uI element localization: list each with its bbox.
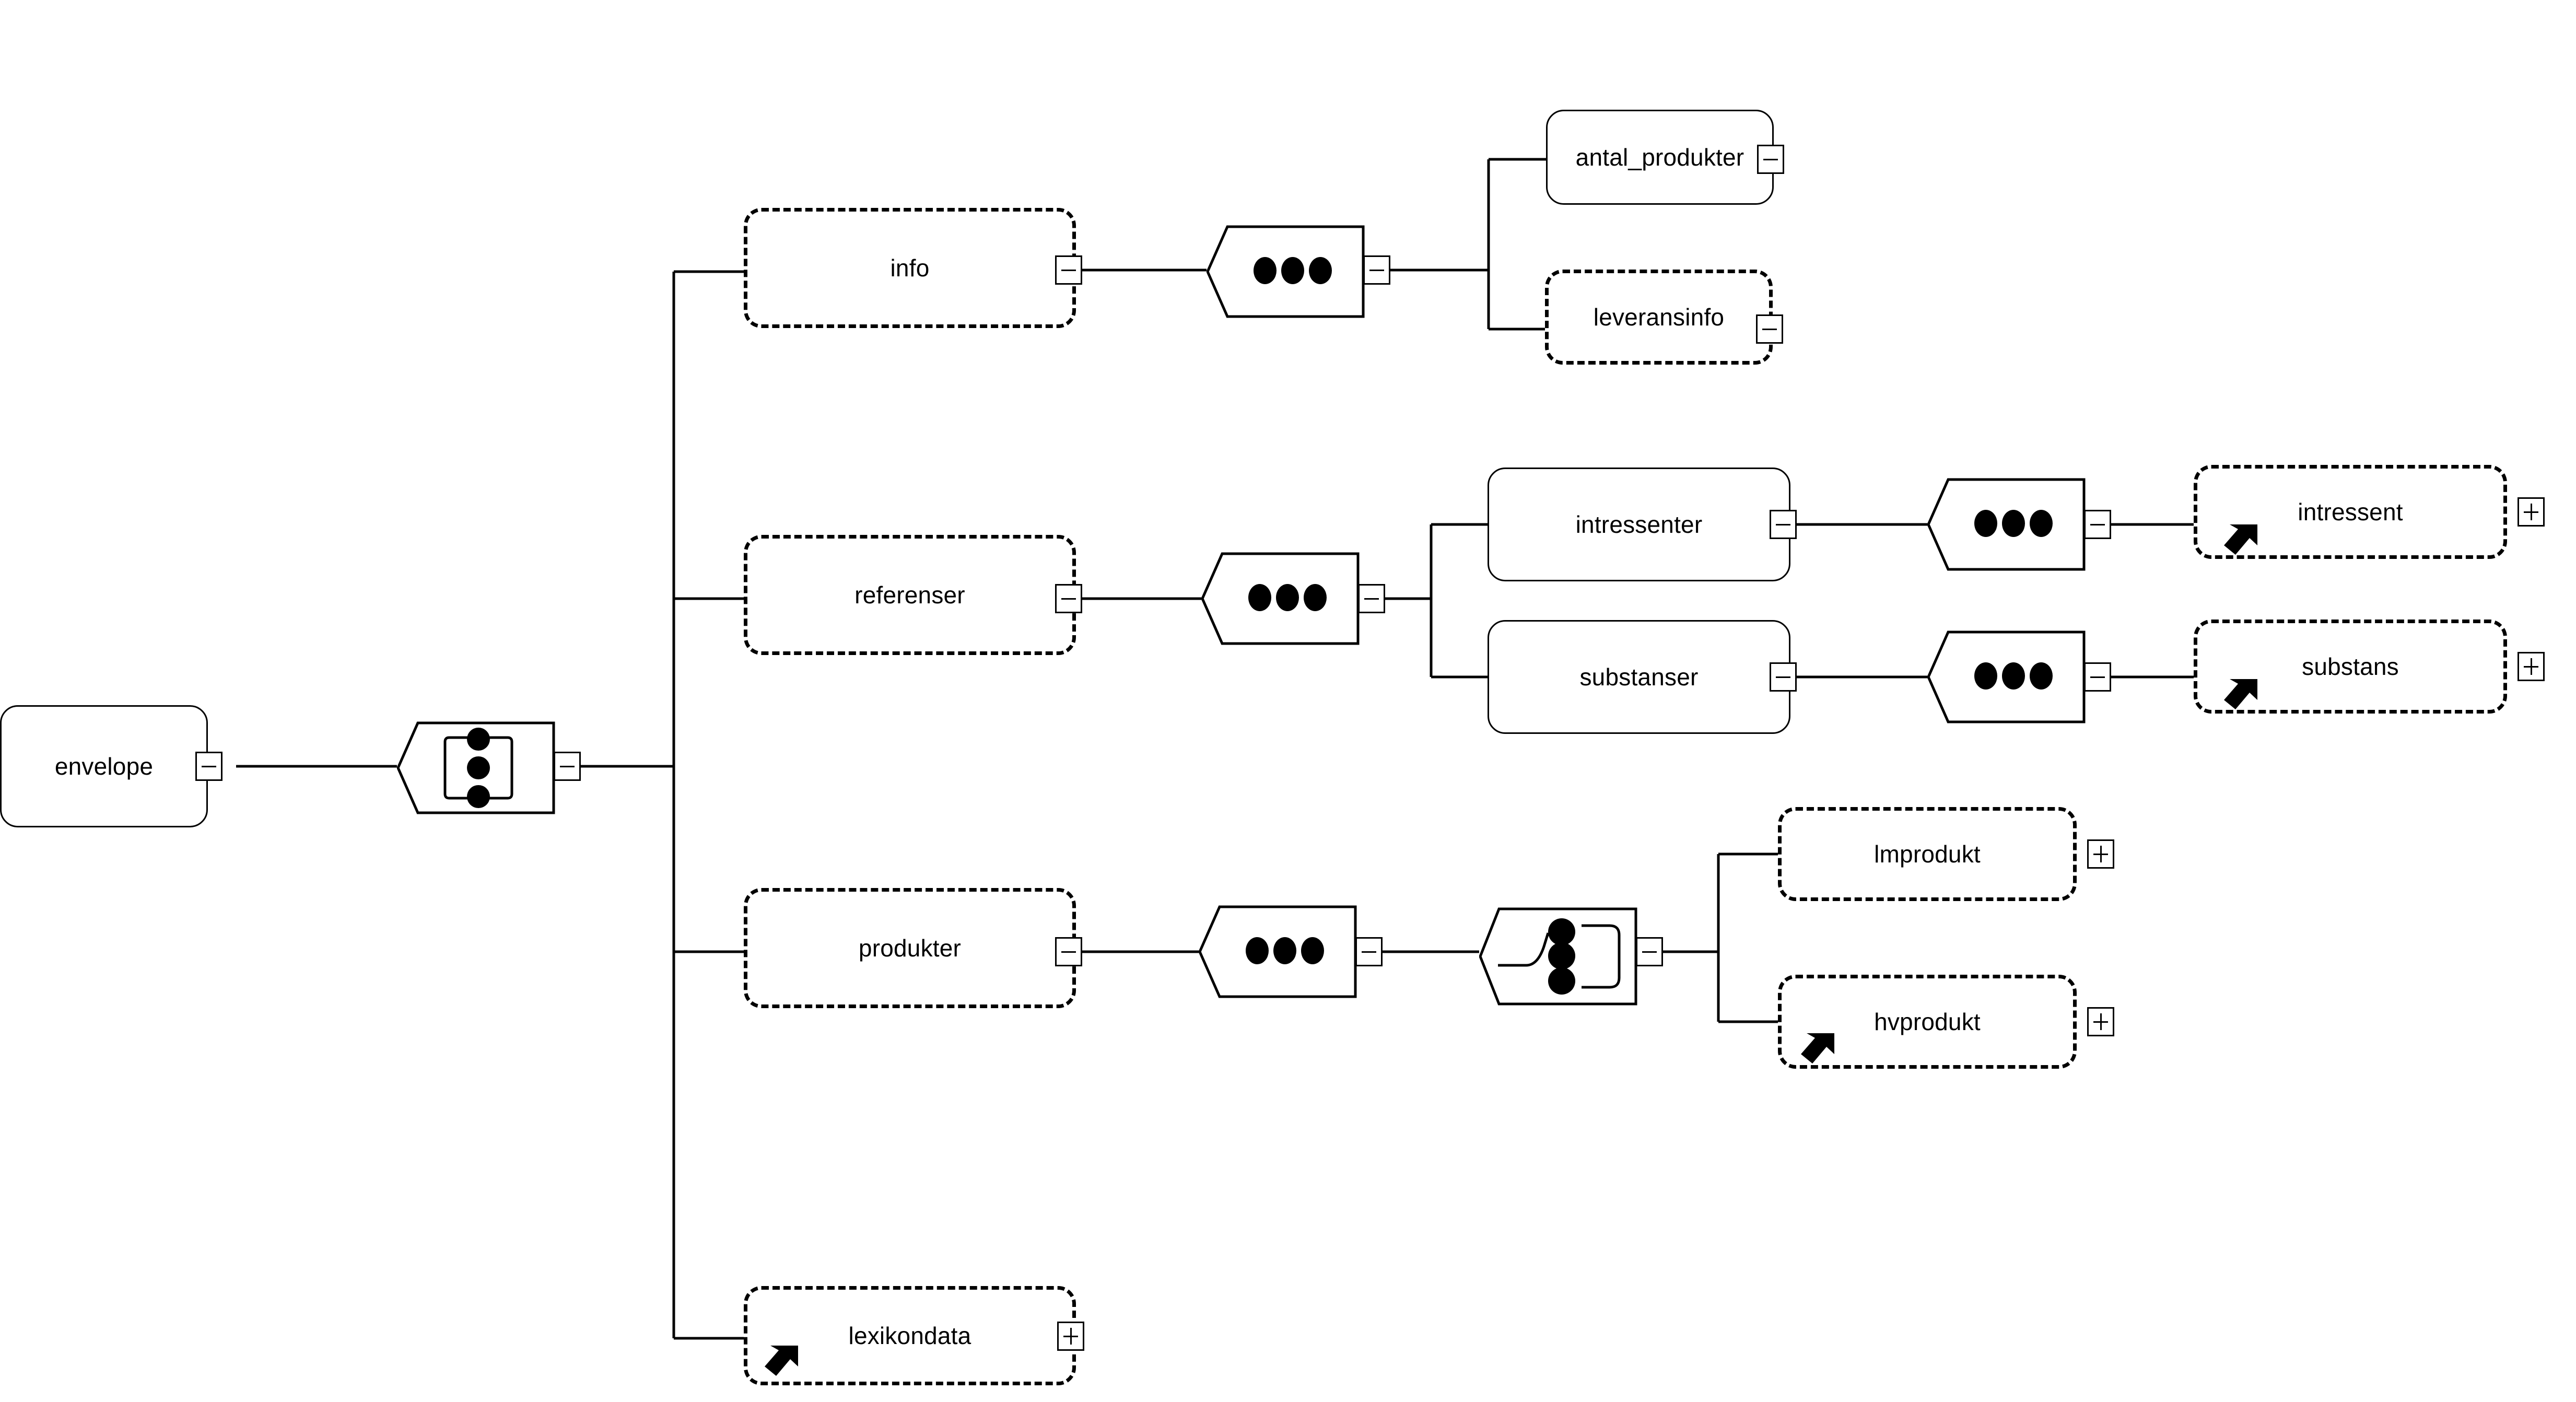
node-label: intressent bbox=[2298, 498, 2403, 525]
minus-toggle-icon-referenser[interactable] bbox=[1055, 584, 1082, 613]
node-label: envelope bbox=[54, 753, 154, 780]
element-node-intressent[interactable]: intressent bbox=[2194, 465, 2511, 563]
reference-arrow-icon-intressent bbox=[2221, 522, 2259, 561]
sequence-compositor-icon-referenser[interactable] bbox=[1201, 552, 1363, 646]
plus-toggle-icon-lmprodukt[interactable] bbox=[2087, 839, 2114, 869]
node-label: produkter bbox=[858, 934, 962, 962]
sequence-compositor-icon-substanser[interactable] bbox=[1927, 630, 2089, 724]
minus-toggle-icon-produkter-seq[interactable] bbox=[1355, 937, 1383, 966]
plus-toggle-icon-substans[interactable] bbox=[2518, 652, 2545, 681]
sequence-compositor-icon-intressenter[interactable] bbox=[1927, 477, 2089, 571]
reference-arrow-icon-lexikondata bbox=[762, 1343, 800, 1382]
minus-toggle-icon-info-seq[interactable] bbox=[1363, 255, 1390, 285]
node-label: referenser bbox=[854, 581, 965, 609]
node-label: info bbox=[890, 254, 930, 282]
minus-toggle-icon-intressenter-seq[interactable] bbox=[2084, 510, 2111, 539]
node-label: lexikondata bbox=[848, 1322, 971, 1349]
sequence-compositor-icon-produkter[interactable] bbox=[1199, 905, 1361, 999]
reference-arrow-icon-hvprodukt bbox=[1798, 1031, 1836, 1070]
minus-toggle-icon-intressenter[interactable] bbox=[1770, 510, 1797, 539]
sequence-compositor-icon-info[interactable] bbox=[1207, 225, 1368, 319]
plus-toggle-icon-intressent[interactable] bbox=[2518, 497, 2545, 527]
node-label: lmprodukt bbox=[1874, 840, 1981, 868]
minus-toggle-icon-leveransinfo[interactable] bbox=[1756, 314, 1783, 344]
element-node-antal-produkter[interactable]: antal_produkter bbox=[1546, 110, 1774, 205]
minus-toggle-icon-info[interactable] bbox=[1055, 255, 1082, 285]
all-compositor-icon[interactable] bbox=[397, 721, 559, 815]
node-label: hvprodukt bbox=[1874, 1008, 1981, 1035]
element-node-produkter[interactable]: produkter bbox=[744, 888, 1076, 1008]
minus-toggle-icon-produkter[interactable] bbox=[1055, 937, 1082, 966]
node-label: antal_produkter bbox=[1575, 144, 1744, 171]
reference-arrow-icon-substans bbox=[2221, 677, 2259, 716]
element-node-envelope[interactable]: envelope bbox=[0, 705, 208, 827]
minus-toggle-icon-antal-produkter[interactable] bbox=[1757, 145, 1784, 174]
element-node-lexikondata[interactable]: lexikondata bbox=[744, 1286, 1076, 1385]
element-node-lmprodukt[interactable]: lmprodukt bbox=[1778, 807, 2080, 905]
element-node-intressenter[interactable]: intressenter bbox=[1488, 468, 1790, 581]
minus-toggle-icon-referenser-seq[interactable] bbox=[1358, 584, 1385, 613]
element-node-referenser[interactable]: referenser bbox=[744, 535, 1076, 655]
minus-toggle-icon-substanser-seq[interactable] bbox=[2084, 662, 2111, 692]
node-label: intressenter bbox=[1575, 511, 1703, 538]
plus-toggle-icon-lexikondata[interactable] bbox=[1057, 1322, 1084, 1351]
element-node-info[interactable]: info bbox=[744, 208, 1076, 328]
node-label: substanser bbox=[1579, 663, 1699, 691]
node-label: substans bbox=[2302, 653, 2399, 680]
minus-toggle-icon-produkter-choice[interactable] bbox=[1636, 937, 1663, 966]
plus-toggle-icon-hvprodukt[interactable] bbox=[2087, 1007, 2114, 1036]
element-node-substanser[interactable]: substanser bbox=[1488, 620, 1790, 734]
minus-toggle-icon-envelope-all[interactable] bbox=[554, 752, 581, 781]
minus-toggle-icon-envelope[interactable] bbox=[195, 752, 223, 781]
choice-compositor-icon-produkter[interactable] bbox=[1479, 907, 1646, 1006]
minus-toggle-icon-substanser[interactable] bbox=[1770, 662, 1797, 692]
element-node-leveransinfo[interactable]: leveransinfo bbox=[1545, 270, 1773, 365]
node-label: leveransinfo bbox=[1593, 303, 1725, 331]
